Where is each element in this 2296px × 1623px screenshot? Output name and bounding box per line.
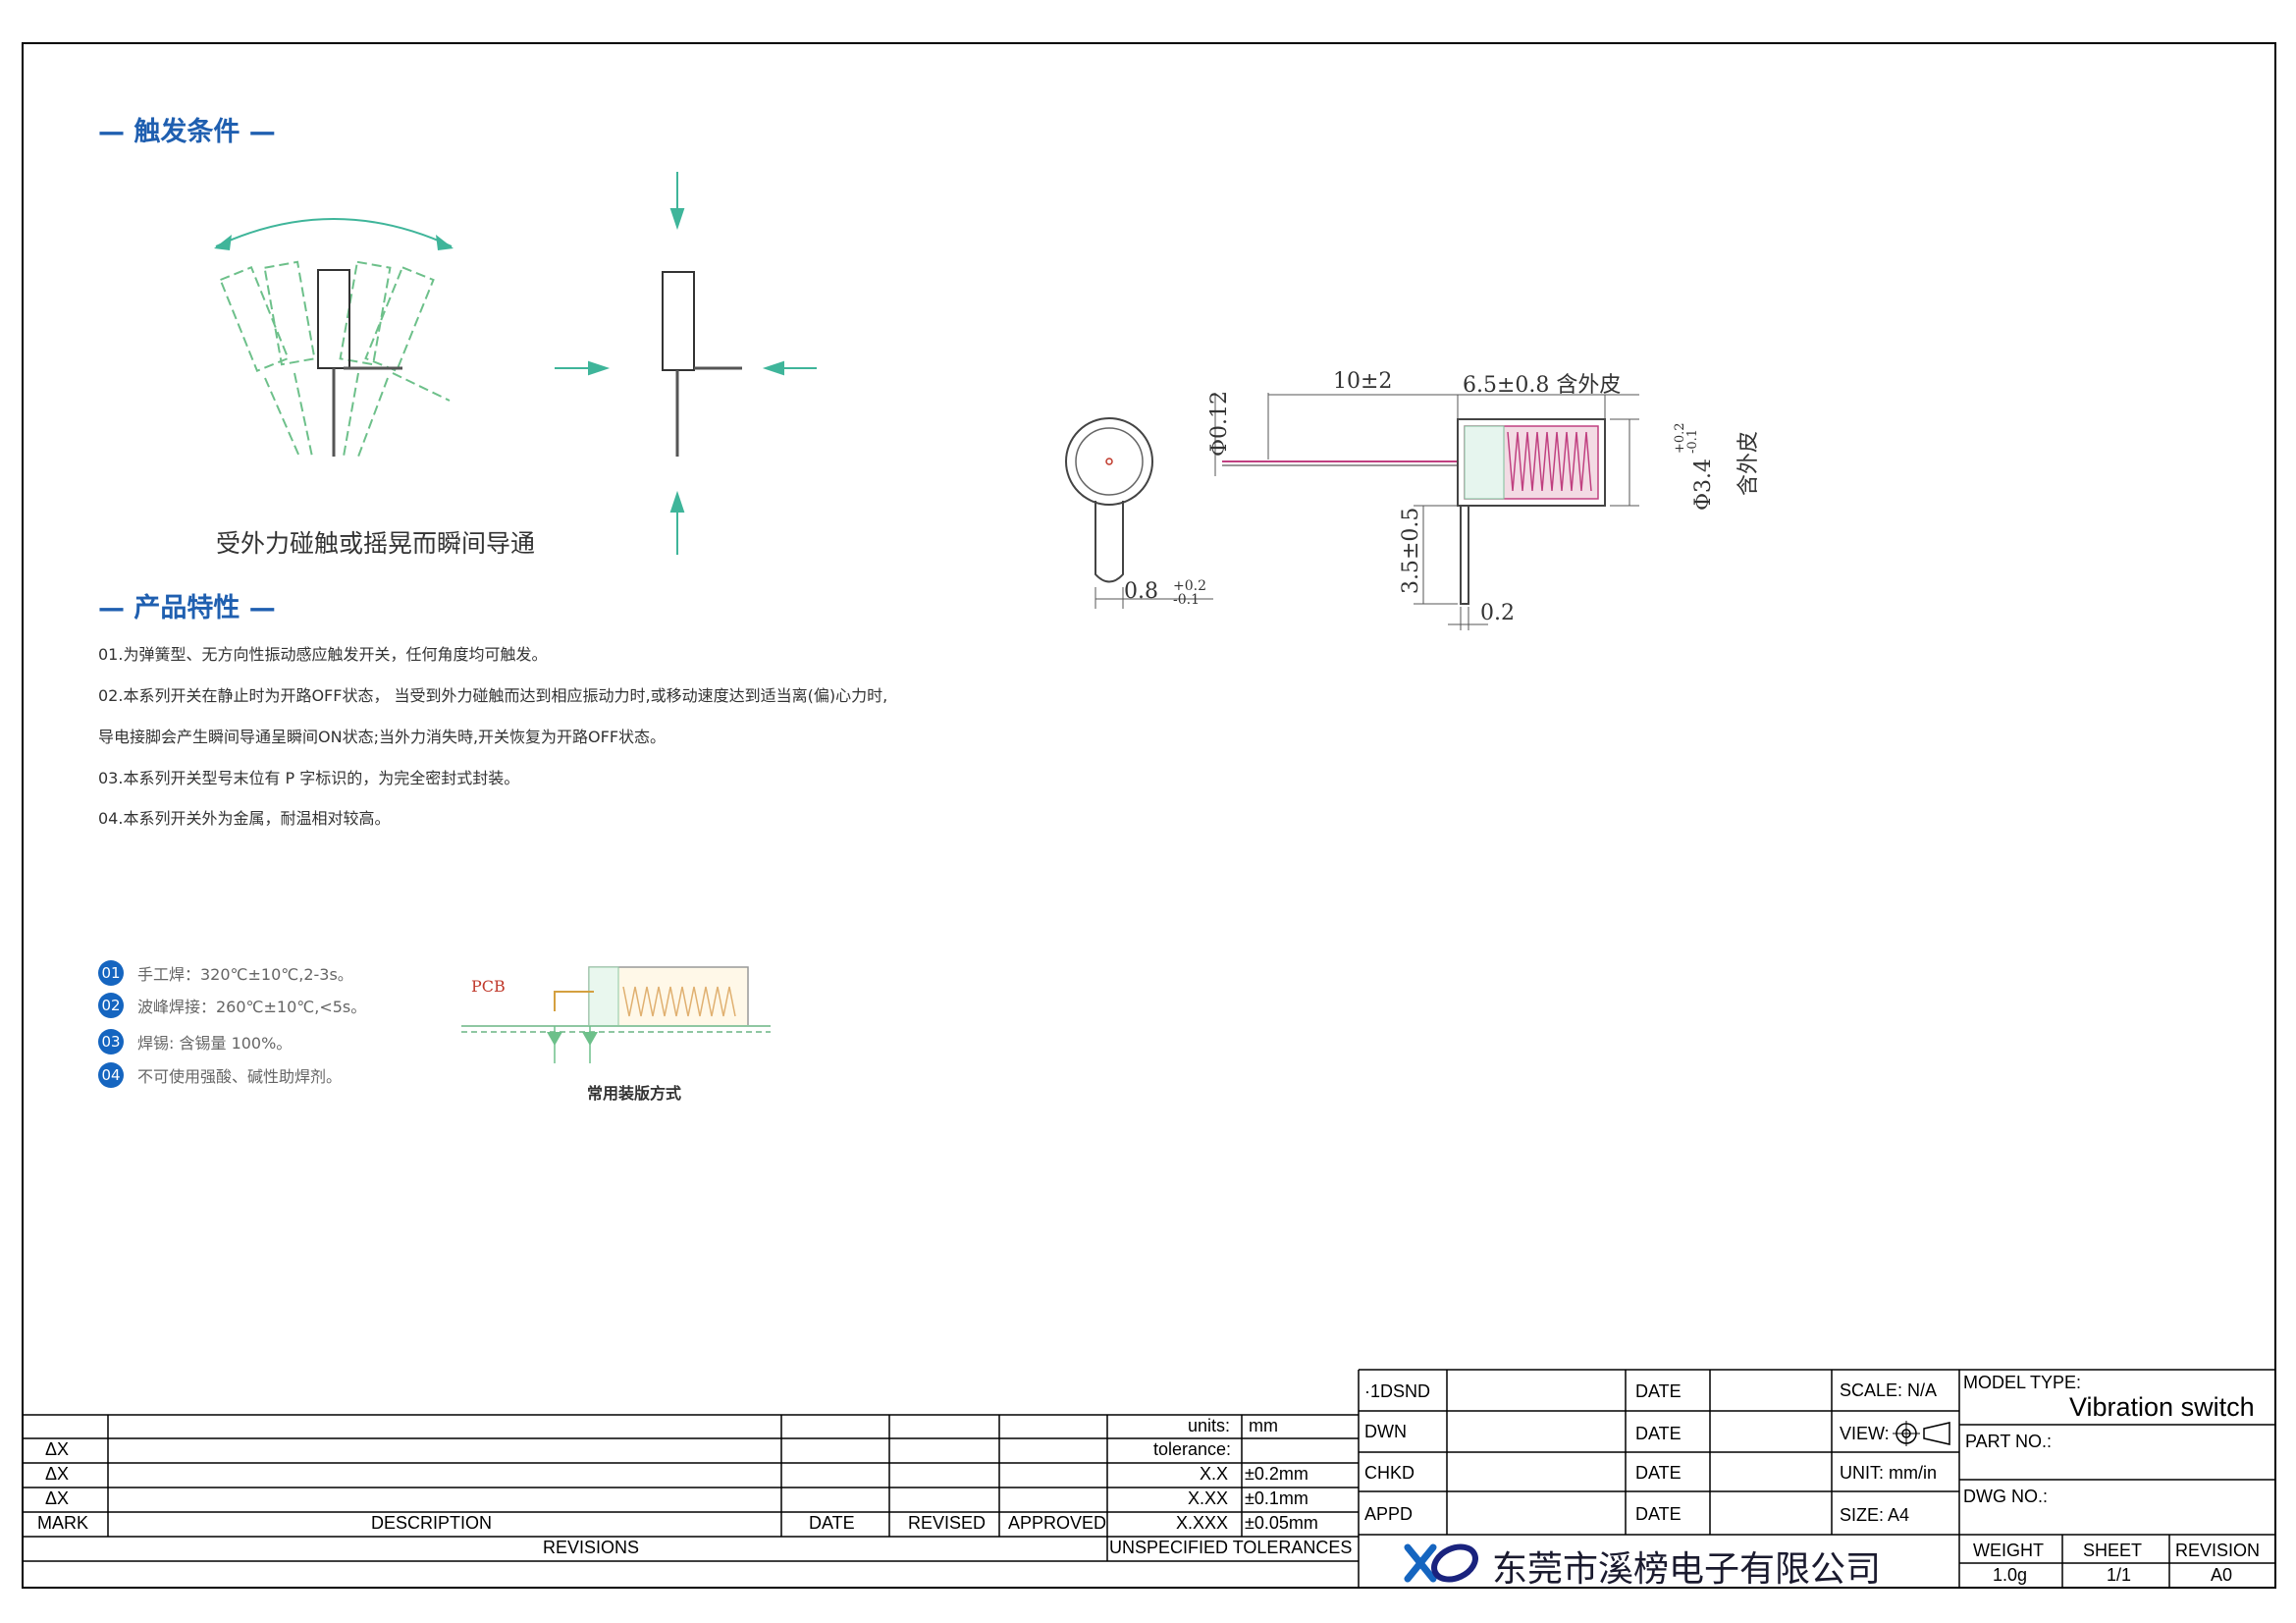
number-badge: 03: [98, 1029, 124, 1055]
mounting-caption: 常用装版方式: [587, 1084, 682, 1103]
trigger-illustration: [214, 172, 817, 555]
tolerance-value: ±0.05mm: [1245, 1513, 1318, 1533]
mounting-diagram: PCB: [461, 966, 771, 1063]
date-label: DATE: [1635, 1463, 1682, 1483]
solder-note: 03 焊锡: 含锡量 100%。: [98, 1029, 292, 1055]
tolerance-key: X.XXX: [1176, 1513, 1229, 1533]
projection-symbol-icon: [1893, 1421, 1950, 1446]
solder-note-text: 波峰焊接：260℃±10℃,<5s。: [137, 998, 367, 1016]
ring-tolerance: +0.2 -0.1: [1173, 579, 1206, 607]
unit-label: UNIT: mm/in: [1840, 1463, 1937, 1483]
tolerance-label: tolerance:: [1153, 1439, 1232, 1459]
feature-line: 03.本系列开关型号末位有 P 字标识的，为完全密封式封装。: [98, 769, 520, 787]
view-label: VIEW:: [1840, 1424, 1890, 1443]
solder-note: 01 手工焊：320℃±10℃,2-3s。: [98, 960, 353, 986]
sign-row-label: ·1DSND: [1364, 1381, 1431, 1401]
drawing-frame: [22, 42, 2276, 1589]
date-label: DATE: [1635, 1381, 1682, 1401]
dwg-no-label: DWG NO.:: [1963, 1487, 2048, 1506]
solder-note-text: 焊锡: 含锡量 100%。: [137, 1034, 293, 1053]
number-badge: 02: [98, 993, 124, 1018]
weight-value: 1.0g: [1993, 1565, 2028, 1585]
feature-line: 02.本系列开关在静止时为开路OFF状态， 当受到外力碰触而达到相应振动力时,或…: [98, 686, 888, 705]
company-name: 东莞市溪榜电子有限公司: [1492, 1549, 1882, 1590]
feature-line: 导电接脚会产生瞬间导通呈瞬间ON状态;当外力消失時,开关恢复为开路OFF状态。: [98, 728, 667, 746]
tolerance-value: ±0.2mm: [1245, 1464, 1308, 1484]
company-logo: [1404, 1543, 1478, 1583]
feature-line: 04.本系列开关外为金属，耐温相对较高。: [98, 809, 391, 828]
pin-thickness-dim: 0.2: [1480, 601, 1515, 625]
sheet-value: 1/1: [2107, 1565, 2132, 1585]
mark-header: MARK: [37, 1513, 89, 1533]
model-type-label: MODEL TYPE:: [1963, 1373, 2082, 1392]
tolerance-key: X.XX: [1188, 1488, 1229, 1508]
revision-label: REVISION: [2175, 1541, 2261, 1560]
solder-note: 02 波峰焊接：260℃±10℃,<5s。: [98, 993, 366, 1018]
sign-row-label: CHKD: [1364, 1463, 1415, 1483]
ring-width-dim: 0.8: [1124, 579, 1158, 604]
date-label: DATE: [1635, 1424, 1682, 1443]
revised-header: REVISED: [908, 1513, 987, 1533]
sign-row-label: DWN: [1364, 1422, 1407, 1441]
body-length-dim: 6.5±0.8 含外皮: [1463, 373, 1622, 398]
model-type-value: Vibration switch: [2069, 1392, 2255, 1422]
description-header: DESCRIPTION: [371, 1513, 493, 1533]
solder-note-text: 手工焊：320℃±10℃,2-3s。: [137, 965, 353, 984]
scale-label: SCALE: N/A: [1840, 1380, 1938, 1400]
trigger-section-title: — 触发条件 —: [98, 117, 276, 147]
units-value: mm: [1249, 1416, 1278, 1435]
ring-tol-up: +0.2: [1173, 578, 1206, 594]
trigger-caption: 受外力碰触或摇晃而瞬间导通: [216, 529, 536, 558]
number-badge: 04: [98, 1062, 124, 1088]
weight-label: WEIGHT: [1973, 1541, 2044, 1560]
revision-value: A0: [2211, 1565, 2233, 1585]
revision-delta: ΔX: [45, 1464, 70, 1484]
date-label: DATE: [1635, 1504, 1682, 1524]
feature-line: 01.为弹簧型、无方向性振动感应触发开关，任何角度均可触发。: [98, 645, 548, 664]
sign-row-label: APPD: [1364, 1504, 1414, 1524]
approved-header: APPROVED: [1008, 1513, 1107, 1533]
number-badge: 01: [98, 960, 124, 986]
revision-delta: ΔX: [45, 1488, 70, 1508]
tolerance-value: ±0.1mm: [1245, 1488, 1308, 1508]
sheet-label: SHEET: [2083, 1541, 2143, 1560]
tolerance-key: X.X: [1200, 1464, 1229, 1484]
dimension-drawing: [1065, 393, 1639, 630]
solder-note: 04 不可使用强酸、碱性助焊剂。: [98, 1062, 342, 1088]
features-section-title: — 产品特性 —: [98, 593, 276, 623]
revisions-label: REVISIONS: [543, 1538, 640, 1557]
unspecified-tolerances-label: UNSPECIFIED TOLERANCES: [1109, 1538, 1353, 1557]
ring-tol-down: -0.1: [1173, 592, 1200, 608]
pcb-label: PCB: [471, 977, 506, 996]
solder-note-text: 不可使用强酸、碱性助焊剂。: [137, 1067, 343, 1086]
revision-delta: ΔX: [45, 1439, 70, 1459]
lead-length-dim: 10±2: [1333, 369, 1393, 394]
size-label: SIZE: A4: [1840, 1505, 1910, 1525]
part-no-label: PART NO.:: [1965, 1432, 2053, 1451]
date-header: DATE: [809, 1513, 855, 1533]
units-label: units:: [1188, 1416, 1231, 1435]
